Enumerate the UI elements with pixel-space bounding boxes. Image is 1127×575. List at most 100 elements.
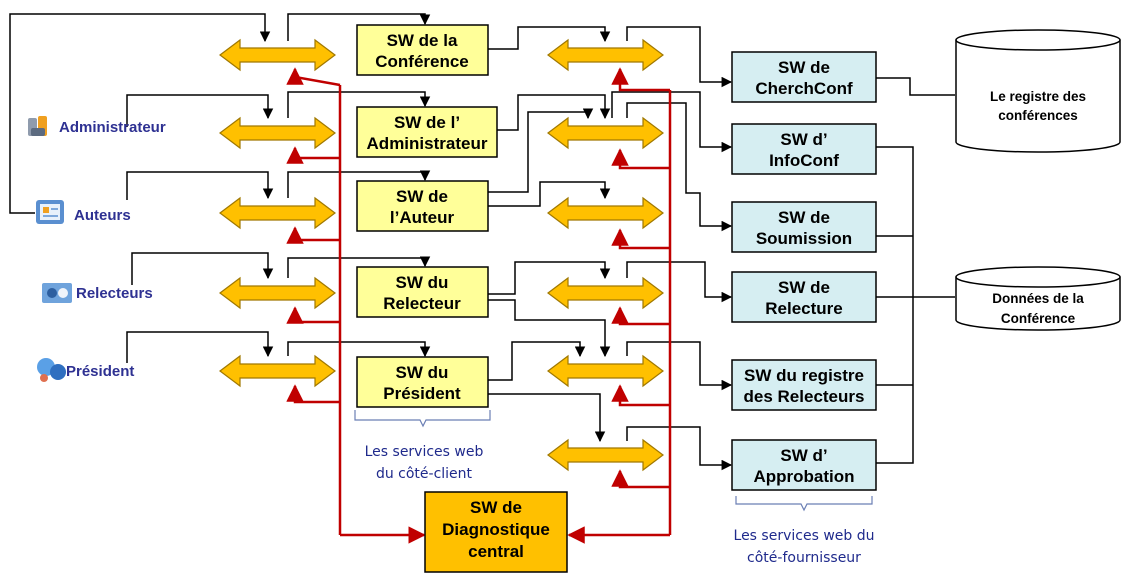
monitor-mbus6	[611, 469, 670, 489]
provider-approbation-line1: SW d’	[780, 446, 827, 465]
provider-service-registre-relecteurs[interactable]	[731, 359, 877, 411]
provider-side-note-line2: côté-fournisseur	[747, 550, 861, 566]
left-bus-2	[219, 116, 336, 150]
document-icon	[36, 200, 64, 224]
client-service-administrateur-line1: SW de l’	[394, 113, 460, 132]
client-service-conference[interactable]	[356, 24, 489, 76]
provider-service-soumission[interactable]	[731, 201, 877, 253]
client-service-conference-line1: SW de la	[387, 31, 458, 50]
client-side-note-line1: Les services web	[365, 444, 484, 460]
connector-bus3-auteur	[287, 170, 431, 198]
actor-auteurs-label: Auteurs	[74, 207, 131, 224]
client-service-conference-line2: Conférence	[375, 52, 469, 71]
actor-relecteurs[interactable]: Relecteurs	[42, 283, 153, 303]
connector-bus2-administrateur	[287, 91, 431, 118]
connector-relecteur-mbus4	[488, 261, 611, 295]
connector-bus1-conference	[287, 13, 431, 41]
actor-auteurs[interactable]: Auteurs	[36, 200, 131, 224]
actor-president-label: Président	[66, 363, 134, 380]
database-donnees-line2: Conférence	[1001, 311, 1076, 326]
client-service-president-line1: SW du	[396, 363, 449, 382]
client-service-administrateur[interactable]	[356, 106, 498, 158]
monitor-lbus5	[286, 384, 340, 404]
diagnostic-service[interactable]	[424, 491, 568, 573]
monitoring-lines	[286, 67, 672, 544]
connector-conference-mbus1	[488, 26, 611, 50]
client-side-brace	[354, 410, 491, 428]
provider-registre-line1: SW du registre	[744, 366, 864, 385]
connector-mbus1-cherchconf	[626, 26, 733, 88]
monitor-lbus2	[286, 146, 340, 164]
client-service-president[interactable]	[356, 356, 489, 408]
client-service-auteur-line1: SW de	[396, 187, 448, 206]
connector-mbus2-infoconf	[611, 91, 733, 153]
provider-relecture-line2: Relecture	[765, 299, 842, 318]
connector-auteurs-loop	[9, 13, 271, 214]
provider-side-brace	[735, 496, 873, 512]
provider-service-cherchconf[interactable]	[731, 51, 877, 103]
provider-soumission-line1: SW de	[778, 208, 830, 227]
middle-bus-2	[547, 116, 664, 150]
connector-mbus4-relecture	[626, 261, 733, 303]
connector-mbus6-approbation	[626, 426, 733, 471]
database-registre-line1: Le registre des	[990, 89, 1086, 104]
provider-registre-line2: des Relecteurs	[744, 387, 865, 406]
diagnostic-line3: central	[468, 542, 524, 561]
left-bus-4	[219, 276, 336, 310]
monitor-mbus1	[611, 67, 670, 92]
client-service-president-line2: Président	[383, 384, 461, 403]
database-donnees[interactable]: Données de la Conférence	[955, 266, 1121, 331]
monitor-mbus3	[611, 228, 670, 250]
monitor-mbus4	[611, 306, 670, 326]
client-service-auteur[interactable]	[356, 180, 489, 232]
provider-side-note-line1: Les services web du	[734, 528, 875, 544]
client-side-note-line2: du côté-client	[376, 466, 473, 482]
client-service-auteur-line2: l’Auteur	[390, 208, 455, 227]
connector-infoconf-trunk	[876, 146, 914, 464]
actor-president[interactable]: Président	[37, 358, 134, 382]
connector-bus5-president	[287, 341, 431, 358]
client-service-relecteur[interactable]	[356, 266, 489, 318]
left-bus-3	[219, 196, 336, 230]
connector-president-mbus6	[488, 393, 606, 443]
connector-auteur-mbus2	[488, 108, 594, 193]
provider-infoconf-line1: SW d’	[780, 130, 827, 149]
connector-administrateur-mbus3	[497, 94, 611, 131]
database-donnees-line1: Données de la	[992, 291, 1084, 306]
middle-bus-4	[547, 276, 664, 310]
tools-icon	[28, 116, 47, 136]
connector-administrateur	[126, 94, 274, 127]
middle-bus-3	[547, 196, 664, 230]
monitor-lbus3	[286, 226, 340, 244]
connector-mbus3-soumission	[626, 102, 733, 232]
provider-service-approbation[interactable]	[731, 439, 877, 491]
middle-bus-1	[547, 38, 664, 72]
provider-service-infoconf[interactable]	[731, 123, 877, 175]
connector-cherchconf-registre	[876, 77, 955, 96]
provider-soumission-line2: Soumission	[756, 229, 852, 248]
provider-cherchconf-line2: CherchConf	[755, 79, 853, 98]
provider-service-relecture[interactable]	[731, 271, 877, 323]
provider-cherchconf-line1: SW de	[778, 58, 830, 77]
actor-administrateur[interactable]: Administrateur	[28, 116, 166, 136]
database-registre-line2: conférences	[998, 108, 1078, 123]
connector-relecteur-mbus5	[488, 299, 611, 358]
monitor-lbus1	[286, 67, 341, 87]
left-bus-1	[219, 38, 336, 72]
provider-relecture-line1: SW de	[778, 278, 830, 297]
left-bus-5	[219, 354, 336, 388]
connector-mbus5-registre	[626, 341, 733, 391]
reviewer-icon	[42, 283, 72, 303]
database-registre[interactable]: Le registre des conférences	[955, 29, 1121, 153]
middle-bus-5	[547, 354, 664, 388]
actor-administrateur-label: Administrateur	[59, 119, 166, 136]
diagnostic-line2: Diagnostique	[442, 520, 550, 539]
provider-infoconf-line2: InfoConf	[769, 151, 839, 170]
connector-president	[126, 331, 274, 363]
connector-bus4-relecteur	[287, 256, 431, 278]
monitor-mbus2	[611, 148, 670, 170]
monitor-mbus5	[611, 384, 670, 407]
connector-relecteurs	[131, 252, 274, 285]
middle-bus-6	[547, 438, 664, 472]
